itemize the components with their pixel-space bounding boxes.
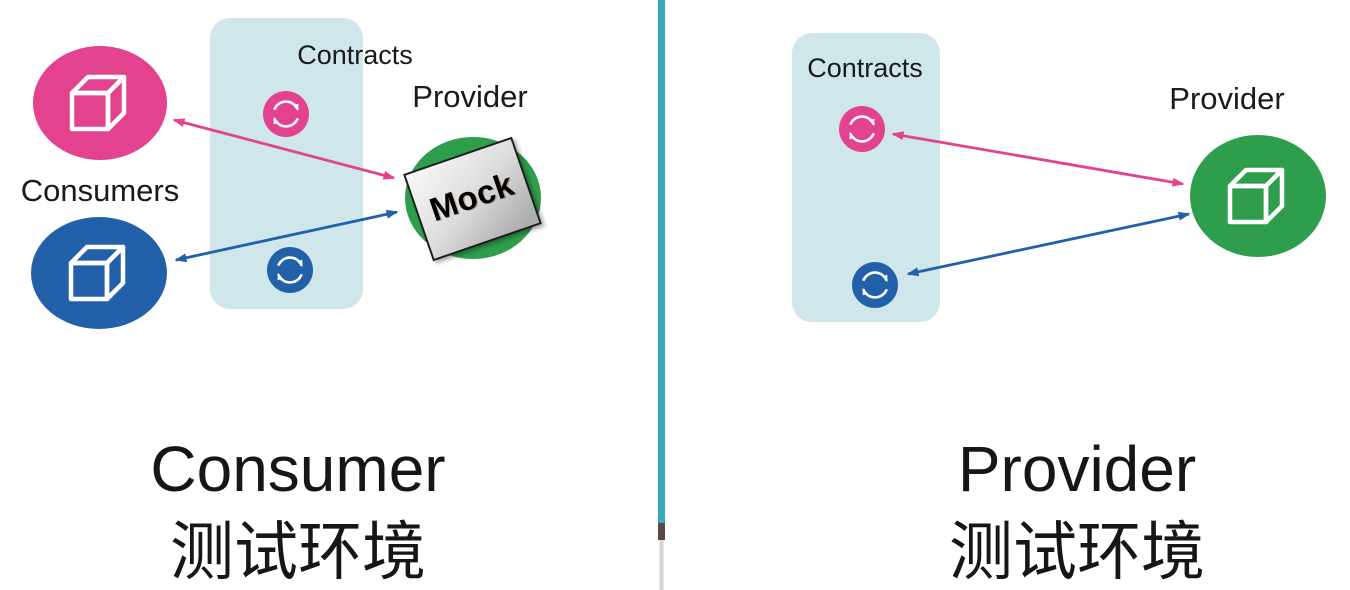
arrow-blue-contract-provider bbox=[906, 211, 1191, 277]
sync-arrows-icon bbox=[263, 91, 309, 137]
mock-card bbox=[403, 136, 542, 262]
sync-arrows-icon bbox=[267, 247, 313, 293]
right-environment-title: Provider 测试环境 bbox=[877, 428, 1277, 590]
divider-tip bbox=[658, 523, 665, 540]
mock-rect bbox=[403, 136, 542, 262]
contracts-label-right: Contracts bbox=[807, 53, 923, 83]
divider-tail bbox=[659, 540, 664, 590]
divider-line bbox=[658, 0, 665, 523]
contracts-label-left: Contracts bbox=[297, 40, 413, 70]
sync-arrows-icon bbox=[852, 262, 898, 308]
left-environment-title: Consumer 测试环境 bbox=[98, 428, 498, 590]
provider-green-ellipse-right bbox=[1190, 135, 1326, 257]
left-title-line2: 测试环境 bbox=[170, 516, 426, 589]
provider-label-left: Provider bbox=[412, 79, 528, 114]
provider-label-right: Provider bbox=[1169, 81, 1285, 116]
left-title-line1: Consumer bbox=[150, 433, 446, 505]
contracts-panel-right bbox=[792, 33, 940, 322]
arrow-pink-consumer-mock bbox=[172, 118, 396, 180]
right-title-line1: Provider bbox=[957, 433, 1197, 505]
consumer-blue-ellipse bbox=[31, 217, 167, 329]
sync-arrows-icon bbox=[839, 106, 885, 152]
arrow-pink-contract-provider bbox=[891, 131, 1185, 187]
right-title-line2: 测试环境 bbox=[949, 516, 1205, 589]
consumers-label: Consumers bbox=[20, 173, 180, 208]
arrow-blue-consumer-mock bbox=[174, 209, 399, 263]
consumer-pink-ellipse bbox=[33, 46, 167, 160]
